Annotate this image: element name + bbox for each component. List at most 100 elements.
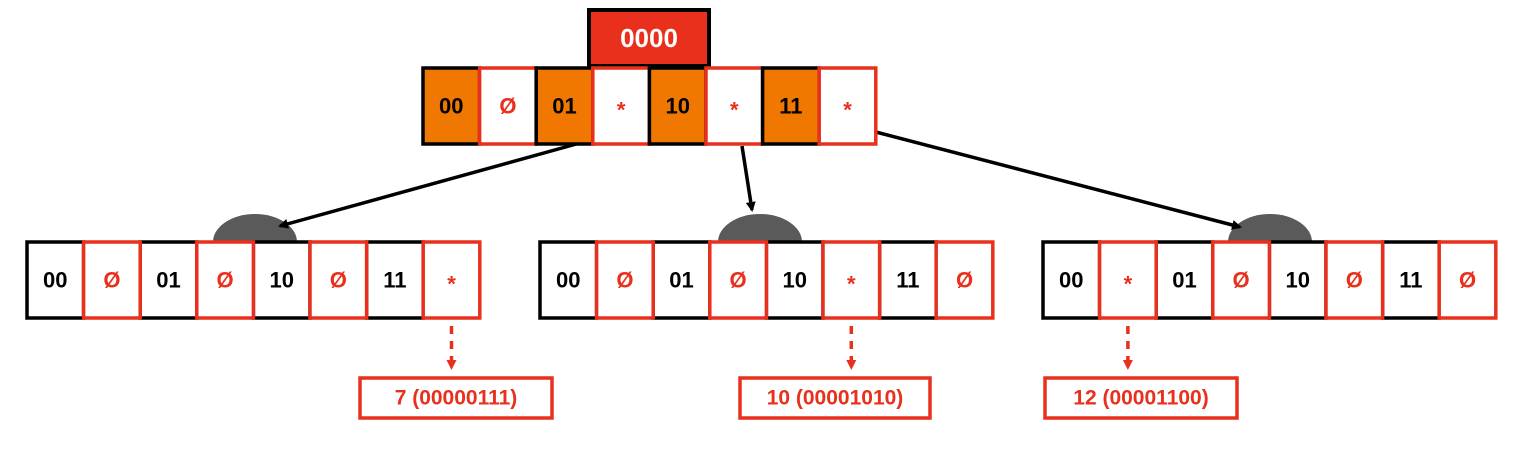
root-cell-4-label: 10 bbox=[665, 94, 689, 119]
leaf-box-0-border bbox=[358, 376, 554, 420]
child-0-cell-0: 00 bbox=[25, 240, 86, 320]
root-cell-5-label: * bbox=[730, 98, 739, 123]
child-2-cell-6-label: 11 bbox=[1399, 268, 1422, 293]
child-0-cell-1-label: Ø bbox=[103, 268, 120, 293]
leaf-box-2: 12 (00001100) bbox=[1043, 376, 1239, 420]
root-cell-3: * bbox=[591, 66, 652, 146]
child-2-cell-5-box bbox=[1324, 240, 1385, 320]
child-1-cell-7-box bbox=[934, 240, 995, 320]
child-node-2: 00 01 10 11 * Ø Ø Ø bbox=[1041, 240, 1498, 320]
child-2-cell-3: Ø bbox=[1211, 240, 1272, 320]
child-2-cell-1: * bbox=[1097, 240, 1158, 320]
child-0-cell-2-label: 01 bbox=[156, 268, 180, 293]
root-cell-0-label: 00 bbox=[439, 94, 463, 119]
root-cell-6-box bbox=[760, 66, 821, 146]
child-1-cell-0: 00 bbox=[538, 240, 599, 320]
child-2-cell-2: 01 bbox=[1154, 240, 1215, 320]
child-0-cell-1-box bbox=[81, 240, 142, 320]
child-0-cell-5-box bbox=[308, 240, 369, 320]
child-0-cell-5: Ø bbox=[308, 240, 369, 320]
child-0-cell-4: 10 bbox=[251, 240, 312, 320]
child-1-cell-6-label: 11 bbox=[896, 268, 919, 293]
child-0-cell-3-label: Ø bbox=[217, 268, 234, 293]
child-0-cell-1: Ø bbox=[81, 240, 142, 320]
child-0-cell-7-box bbox=[421, 240, 482, 320]
child-0-cell-4-box bbox=[251, 240, 312, 320]
child-0-cell-2: 01 bbox=[138, 240, 199, 320]
leaf-value-0: 7 (00000111) bbox=[395, 387, 518, 410]
child-1-cell-5-box bbox=[821, 240, 882, 320]
child-2-cell-5-label: Ø bbox=[1346, 268, 1363, 293]
child-2-cell-7: Ø bbox=[1437, 240, 1498, 320]
child-2-cell-4: 10 bbox=[1267, 240, 1328, 320]
child-1-cell-4-label: 10 bbox=[782, 268, 806, 293]
root-cell-6: 11 bbox=[760, 66, 821, 146]
child-2-cell-3-label: Ø bbox=[1233, 268, 1250, 293]
root-cell-1: Ø bbox=[477, 66, 538, 146]
child-node-1: 00 01 10 11 Ø Ø * Ø bbox=[538, 240, 995, 320]
child-1-cell-6: 11 bbox=[877, 240, 938, 320]
child-2-cell-7-label: Ø bbox=[1459, 268, 1476, 293]
leaf-value-1: 10 (00001010) bbox=[767, 387, 904, 410]
child-2-cell-4-label: 10 bbox=[1285, 268, 1309, 293]
child-2-cell-0: 00 bbox=[1041, 240, 1102, 320]
root-cell-7: * bbox=[817, 66, 878, 146]
root-cell-1-label: Ø bbox=[499, 94, 516, 119]
root-cell-5: * bbox=[704, 66, 765, 146]
child-1-cell-3-label: Ø bbox=[730, 268, 747, 293]
child-1-cell-0-box bbox=[538, 240, 599, 320]
leaf-box-2-border bbox=[1043, 376, 1239, 420]
child-0-cell-5-label: Ø bbox=[330, 268, 347, 293]
child-0-cell-3: Ø bbox=[195, 240, 256, 320]
root-cells: 00 Ø 01 * 10 * 11 * bbox=[421, 66, 878, 146]
root-cell-4: 10 bbox=[647, 66, 708, 146]
child-nodes: 00 01 10 11 Ø Ø Ø * 00 01 10 11 Ø Ø * Ø 00 01 10 11 * Ø Ø Ø bbox=[25, 240, 1498, 320]
leaf-box-1: 10 (00001010) bbox=[738, 376, 932, 420]
child-1-cell-2: 01 bbox=[651, 240, 712, 320]
child-1-cell-1: Ø bbox=[594, 240, 655, 320]
child-2-cell-1-label: * bbox=[1124, 272, 1133, 297]
root-cell-4-box bbox=[647, 66, 708, 146]
leaf-values: 7 (00000111) 10 (00001010) 12 (00001100) bbox=[358, 326, 1239, 420]
root-prefix-background bbox=[587, 8, 711, 68]
root-cell-7-label: * bbox=[843, 98, 852, 123]
root-cell-2-label: 01 bbox=[552, 94, 576, 119]
edge-root-to-child-0 bbox=[278, 141, 581, 229]
child-2-cell-7-box bbox=[1437, 240, 1498, 320]
child-0-cell-4-label: 10 bbox=[269, 268, 293, 293]
child-0-cell-0-label: 00 bbox=[43, 268, 67, 293]
root-node: 0000 00 Ø 01 * 10 * 11 * bbox=[421, 8, 878, 146]
root-cell-0: 00 bbox=[421, 66, 482, 146]
root-prefix-box: 0000 bbox=[587, 8, 711, 68]
child-1-cell-5-label: * bbox=[847, 272, 856, 297]
child-1-cell-2-box bbox=[651, 240, 712, 320]
child-2-cell-1-box bbox=[1097, 240, 1158, 320]
child-1-cell-3: Ø bbox=[708, 240, 769, 320]
child-0-cell-7-label: * bbox=[447, 272, 456, 297]
leaf-value-2: 12 (00001100) bbox=[1073, 387, 1208, 410]
leaf-box-0: 7 (00000111) bbox=[358, 376, 554, 420]
child-0-cell-7: * bbox=[421, 240, 482, 320]
child-0-cell-6-label: 11 bbox=[383, 268, 406, 293]
root-cell-2: 01 bbox=[534, 66, 595, 146]
child-2-cell-6: 11 bbox=[1380, 240, 1441, 320]
child-1-cell-2-label: 01 bbox=[669, 268, 693, 293]
child-0-cell-6: 11 bbox=[364, 240, 425, 320]
root-prefix-label: 0000 bbox=[620, 23, 678, 53]
root-child-edges bbox=[278, 129, 1242, 230]
child-1-cell-7-label: Ø bbox=[956, 268, 973, 293]
child-1-cell-4: 10 bbox=[764, 240, 825, 320]
root-cell-5-box bbox=[704, 66, 765, 146]
root-cell-6-label: 11 bbox=[779, 94, 802, 119]
child-2-cell-0-label: 00 bbox=[1059, 268, 1083, 293]
root-cell-0-box bbox=[421, 66, 482, 146]
child-0-cell-3-box bbox=[195, 240, 256, 320]
child-2-cell-0-box bbox=[1041, 240, 1102, 320]
child-1-cell-5: * bbox=[821, 240, 882, 320]
child-1-cell-0-label: 00 bbox=[556, 268, 580, 293]
leaf-box-1-border bbox=[738, 376, 932, 420]
child-2-cell-2-label: 01 bbox=[1172, 268, 1196, 293]
root-cell-3-label: * bbox=[617, 98, 626, 123]
child-2-cell-5: Ø bbox=[1324, 240, 1385, 320]
